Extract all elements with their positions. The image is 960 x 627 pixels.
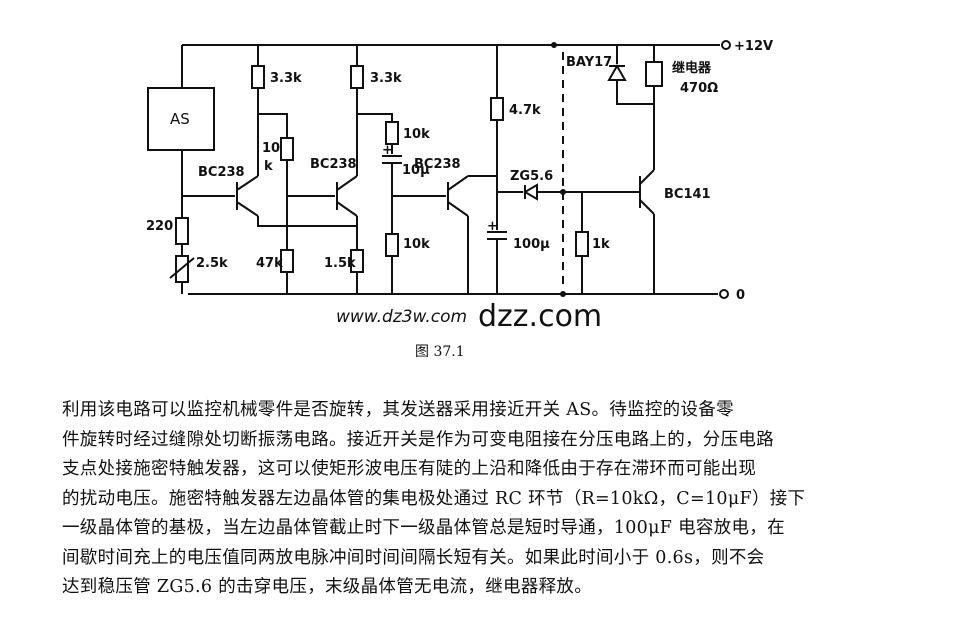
resistor-4k7: 4.7k [490, 45, 541, 230]
transistor-t2: BC238 [310, 157, 358, 226]
relay-label: 继电器 [672, 60, 712, 76]
resistor-1k: 1k [575, 192, 610, 294]
body-line: 件旋转时经过缝隙处切断振荡电路。接近开关是作为可变电阻接在分压电路上的，分压电路 [62, 429, 774, 450]
r-10k-b-label: 10k [403, 127, 430, 142]
c-10u-plus: + [382, 143, 393, 158]
resistor-10k-a: 10 k [262, 137, 294, 174]
relay-value: 470Ω [680, 81, 718, 96]
r-4k7-label: 4.7k [509, 103, 541, 118]
transistor-t1: BC238 [182, 165, 259, 217]
resistor-10k-c: 10k [385, 233, 430, 294]
r-10k-a-unit: k [264, 159, 273, 174]
supply-rail: +12V [182, 39, 773, 54]
supply-label: +12V [734, 39, 773, 54]
as-sensor: AS [147, 45, 215, 196]
body-line: 利用该电路可以监控机械零件是否旋转，其发送器采用接近开关 AS。待监控的设备零 [62, 400, 734, 420]
zener-label: ZG5.6 [510, 169, 553, 184]
r-10k-c-label: 10k [403, 237, 430, 252]
r-220-label: 220 [146, 219, 173, 234]
diode-label: BAY17 [566, 55, 612, 70]
c-100u-label: 100μ [513, 237, 550, 252]
junction-dots [551, 42, 566, 297]
body-line: 间歇时间充上的电压值同两放电脉冲间时间间隔长短有关。如果此时间小于 0.6s，则… [62, 547, 765, 568]
c-100u-plus: + [487, 219, 498, 234]
ground-label: 0 [736, 288, 745, 303]
capacitor-100u: + 100μ [487, 219, 550, 294]
diode-bay17: BAY17 [566, 55, 654, 105]
body-line: 的扰动电压。施密特触发器左边晶体管的集电极处通过 RC 环节（R=10kΩ，C=… [62, 488, 806, 509]
body-line: 一级晶体管的基极，当左边晶体管截止时下一级晶体管总是短时导通，100μF 电容放… [62, 518, 785, 538]
resistor-3k3-b: 3.3k [350, 45, 402, 176]
r-3k3-b-label: 3.3k [370, 71, 402, 86]
t2-label: BC238 [310, 157, 357, 172]
zener-zg56: ZG5.6 [510, 169, 553, 201]
resistor-220: 220 [146, 196, 189, 256]
resistor-1k5: 1.5k [324, 226, 364, 294]
watermark-right: dzz.com [478, 299, 602, 334]
circuit-schematic: +12V 0 AS 220 2.5k BC238 3.3k [146, 39, 773, 334]
r-pot-label: 2.5k [196, 256, 228, 271]
figure-caption: 图 37.1 [415, 344, 465, 360]
resistor-3k3-a: 3.3k [251, 45, 302, 176]
relay-coil: 继电器 470Ω [645, 60, 718, 104]
r-1k-label: 1k [592, 237, 610, 252]
r-3k3-a-label: 3.3k [270, 71, 302, 86]
body-text: 利用该电路可以监控机械零件是否旋转，其发送器采用接近开关 AS。待监控的设备零 … [62, 396, 902, 603]
r-10k-a-label: 10 [262, 141, 280, 156]
ground-rail: 0 [188, 288, 745, 303]
watermark-left: www.dz3w.com [336, 307, 467, 327]
r-47k-label: 47k [256, 256, 283, 271]
t1-label: BC238 [198, 165, 245, 180]
body-line: 达到稳压管 ZG5.6 的击穿电压，末级晶体管无电流，继电器释放。 [62, 577, 592, 597]
transistor-t3: BC238 [414, 157, 469, 294]
c-10u-label: 10μ [402, 163, 430, 178]
as-label: AS [170, 110, 190, 128]
t3-label: BC238 [414, 157, 461, 172]
resistor-10k-b: 10k [385, 121, 430, 145]
capacitor-10u: + 10μ [382, 143, 430, 178]
t4-label: BC141 [664, 187, 711, 202]
r-1k5-label: 1.5k [324, 256, 356, 271]
transistor-t4: BC141 [639, 104, 711, 294]
resistor-47k: 47k [256, 249, 294, 294]
body-line: 支点处接施密特触发器，这可以使矩形波电压有陡的上沿和降低由于存在滞环而可能出现 [62, 459, 757, 479]
potentiometer-2k5: 2.5k [169, 255, 228, 294]
